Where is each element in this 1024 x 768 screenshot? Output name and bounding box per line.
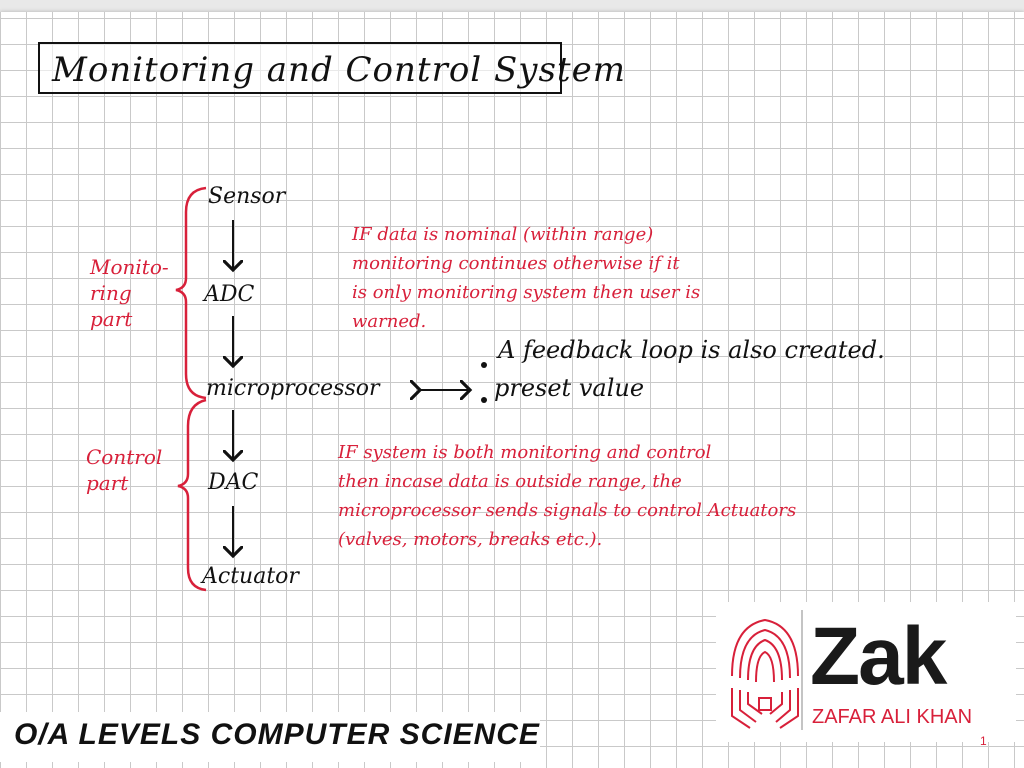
monitoring-note: IF data is nominal (within range) monito… (352, 224, 701, 332)
brand-logo: Zak ZAFAR ALI KHAN (716, 602, 1016, 742)
stage-sensor: Sensor (208, 184, 286, 209)
stage-dac: DAC (208, 470, 259, 495)
monitoring-part-label: Monito- ring part (90, 255, 169, 331)
logo-name: Zak (810, 611, 947, 702)
title-box: Monitoring and Control System (38, 42, 625, 94)
logo-divider (801, 610, 803, 730)
stage-microprocessor: microprocessor (206, 376, 380, 401)
bullet-feedback (481, 362, 487, 368)
flow-drawing (175, 186, 487, 592)
footer-course-title: O/A LEVELS COMPUTER SCIENCE (14, 718, 540, 751)
footer-bar: O/A LEVELS COMPUTER SCIENCE (0, 712, 540, 762)
feedback-loop-point: A feedback loop is also created. (498, 336, 885, 364)
fingerprint-circuit-icon (731, 618, 799, 729)
monitoring-brace (175, 186, 207, 400)
logo-subtitle: ZAFAR ALI KHAN (812, 706, 973, 728)
stage-adc: ADC (204, 282, 255, 307)
control-part-label: Control part (86, 445, 163, 495)
control-brace (177, 398, 207, 592)
control-note: IF system is both monitoring and control… (338, 442, 797, 550)
page-title: Monitoring and Control System (52, 50, 626, 90)
bullet-preset (481, 397, 487, 403)
notebook-page: Monitoring and Control System Sensor ADC… (0, 12, 1024, 768)
stage-actuator: Actuator (202, 564, 299, 589)
page-number: 1 (980, 734, 987, 748)
preset-value-point: preset value (494, 374, 645, 402)
